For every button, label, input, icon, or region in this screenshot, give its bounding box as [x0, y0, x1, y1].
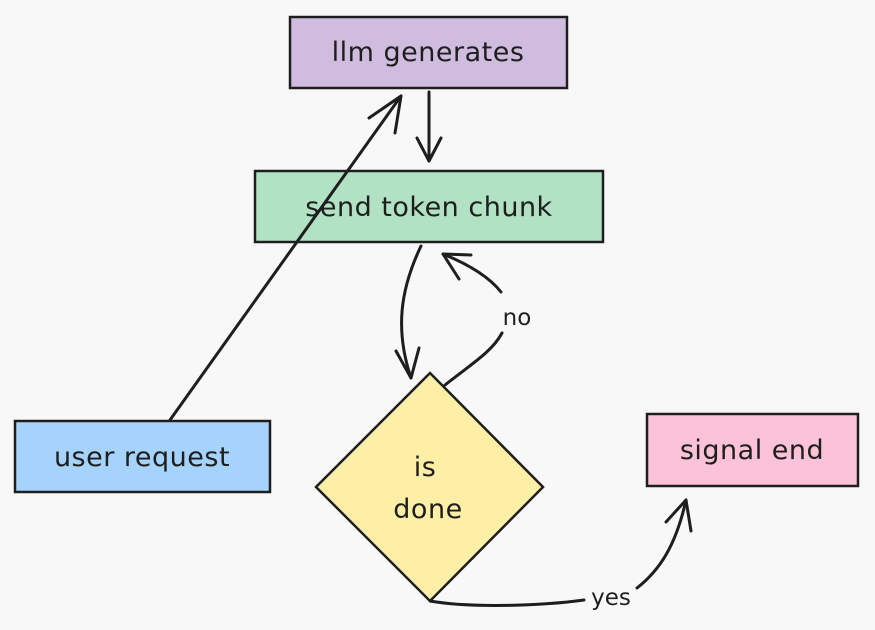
edge-line [168, 94, 403, 422]
is-done-label-line1: is [414, 452, 437, 483]
edge-line [635, 498, 688, 590]
send-token-chunk-label: send token chunk [305, 192, 552, 223]
user-request-box [13, 419, 272, 494]
node-llm-generates[interactable]: llm generates [288, 15, 569, 90]
signal-end-box [645, 412, 860, 488]
signal-end-label: signal end [680, 435, 824, 466]
send-token-chunk-box [253, 169, 605, 244]
arrowhead-icon [664, 498, 693, 533]
edge-line [441, 252, 503, 294]
node-is-done[interactable]: is done [314, 371, 545, 603]
node-send-token-chunk[interactable]: send token chunk [253, 169, 605, 244]
edge-line [443, 331, 504, 387]
edge-llm-generates-to-send-token-chunk [415, 90, 443, 163]
arrowhead-icon [415, 136, 443, 163]
edge-line [428, 598, 586, 607]
is-done-diamond [314, 371, 545, 603]
user-request-label: user request [54, 442, 230, 473]
node-user-request[interactable]: user request [13, 419, 272, 494]
arrowhead-icon [367, 94, 403, 135]
edge-line [400, 244, 423, 380]
edge-send-token-chunk-to-is-done [394, 244, 423, 380]
edge-label-no: no [503, 305, 532, 331]
llm-generates-box [288, 15, 569, 90]
edge-label-yes: yes [591, 585, 631, 611]
edge-user-request-to-llm-generates [168, 94, 403, 422]
arrowhead-icon [441, 252, 473, 281]
edge-is-done-to-signal-end-yes [428, 498, 693, 607]
node-signal-end[interactable]: signal end [645, 412, 860, 488]
edge-is-done-to-send-token-chunk-no [441, 252, 504, 387]
is-done-label-line2: done [393, 494, 462, 525]
llm-generates-label: llm generates [332, 37, 525, 68]
arrowhead-icon [394, 346, 421, 380]
